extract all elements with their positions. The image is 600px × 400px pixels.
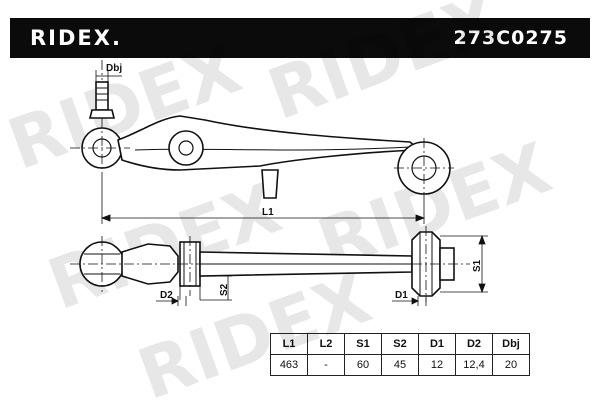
label-d1: D1 — [395, 290, 408, 301]
brand-logo: RIDEX. — [30, 26, 122, 50]
dimension-l1 — [100, 178, 426, 224]
ball-joint-housing — [88, 109, 116, 119]
svg-text:RIDEX: RIDEX — [258, 0, 511, 136]
front-bushing — [168, 130, 204, 166]
specs-header-cell: S1 — [344, 333, 382, 355]
specs-header-cell: Dbj — [492, 333, 530, 355]
dimension-d1 — [392, 296, 427, 306]
control-arm-top-view — [81, 81, 451, 199]
specs-value-cell: 45 — [381, 354, 419, 376]
dimension-s1 — [440, 234, 488, 294]
specs-header-cell: S2 — [381, 333, 419, 355]
label-d2: D2 — [160, 290, 173, 301]
specs-value-row: 463 - 60 45 12 12,4 20 — [270, 354, 530, 376]
label-l1: L1 — [262, 207, 274, 218]
dimension-dbj — [95, 70, 122, 82]
specs-header-row: L1 L2 S1 S2 D1 D2 Dbj — [270, 333, 530, 355]
specs-value-cell: 463 — [270, 354, 308, 376]
specs-value-cell: - — [307, 354, 345, 376]
label-s1: S1 — [472, 259, 483, 272]
specs-value-cell: 60 — [344, 354, 382, 376]
specs-header-cell: D1 — [418, 333, 456, 355]
arm-body — [117, 115, 423, 171]
ball-joint-stud — [95, 81, 109, 111]
specs-value-cell: 12 — [418, 354, 456, 376]
specs-value-cell: 20 — [492, 354, 530, 376]
dimension-s2 — [179, 275, 232, 301]
specs-value-cell: 12,4 — [455, 354, 493, 376]
header-banner: RIDEX. 273C0275 — [10, 18, 590, 58]
dimension-d2 — [156, 296, 187, 306]
label-dbj: Dbj — [106, 63, 122, 74]
bracket-tab — [261, 169, 279, 199]
specs-header-cell: L2 — [307, 333, 345, 355]
rear-bushing — [397, 141, 451, 195]
specs-table: L1 L2 S1 S2 D1 D2 Dbj 463 - 60 45 12 12,… — [270, 333, 530, 376]
label-s2: S2 — [219, 283, 230, 296]
specs-header-cell: L1 — [270, 333, 308, 355]
part-number: 273C0275 — [453, 27, 568, 49]
specs-header-cell: D2 — [455, 333, 493, 355]
